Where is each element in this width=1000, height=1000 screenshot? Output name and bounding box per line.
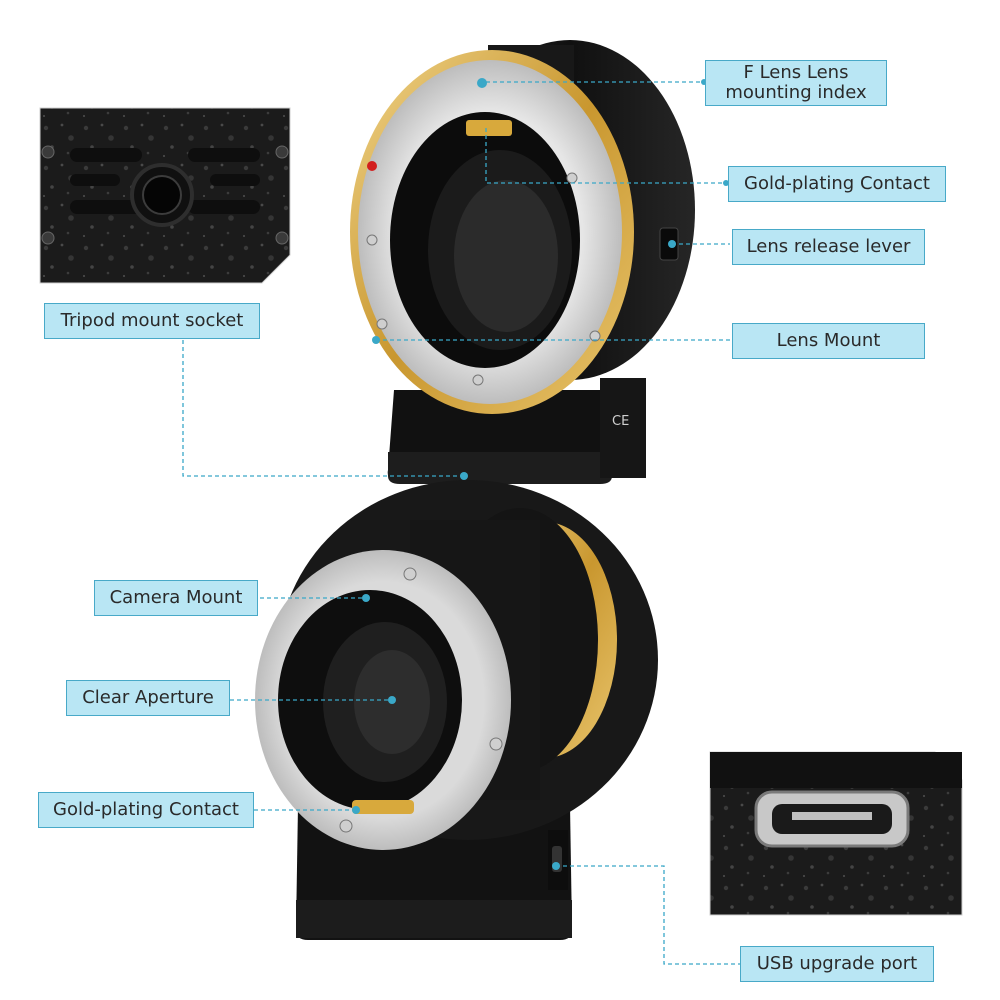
callout-f-lens-mounting-index: F Lens Lens mounting index — [705, 60, 887, 106]
inset-slot — [188, 200, 260, 214]
callout-tripod-mount-socket: Tripod mount socket — [44, 303, 260, 339]
screw-icon — [376, 318, 388, 330]
screw-icon — [366, 234, 378, 246]
screw-icon — [472, 374, 484, 386]
screw-icon — [41, 145, 55, 159]
ce-mark: CE — [612, 414, 629, 429]
clear-aperture-dot — [388, 696, 396, 704]
screw-icon — [275, 145, 289, 159]
adapter-rear-view — [255, 480, 658, 940]
inset-slot — [70, 148, 142, 162]
leader-tripod-socket — [182, 340, 464, 477]
leader-end-dot — [668, 240, 676, 248]
screw-icon — [589, 330, 601, 342]
callout-gold-plating-contact-top: Gold-plating Contact — [728, 166, 946, 202]
camera-mount-dot — [362, 594, 370, 602]
callout-lens-release-lever: Lens release lever — [732, 229, 925, 265]
gold-contact-strip — [466, 120, 512, 136]
adapter-front-view: CE — [350, 40, 695, 484]
callout-lens-mount: Lens Mount — [732, 323, 925, 359]
inset-slot — [188, 148, 260, 162]
callout-clear-aperture: Clear Aperture — [66, 680, 230, 716]
screw-icon — [275, 231, 289, 245]
leader-lines — [182, 81, 740, 965]
callout-camera-mount: Camera Mount — [94, 580, 258, 616]
leader-usb-port — [556, 865, 740, 965]
screw-icon — [489, 737, 503, 751]
inset-slot — [70, 200, 142, 214]
usb-port-inset — [709, 751, 963, 916]
red-index-dot — [367, 161, 377, 171]
leader-end-dot — [372, 336, 380, 344]
tripod-socket-inset — [39, 107, 291, 284]
callout-usb-upgrade-port: USB upgrade port — [740, 946, 934, 982]
screw-icon — [41, 231, 55, 245]
screw-icon — [403, 567, 417, 581]
mounting-index-dot — [477, 78, 487, 88]
gold-contact-dot — [352, 806, 360, 814]
screw-icon — [566, 172, 578, 184]
inset-slot — [70, 174, 120, 186]
callout-gold-plating-contact-bottom: Gold-plating Contact — [38, 792, 254, 828]
gold-contact-strip — [352, 800, 414, 814]
screw-icon — [339, 819, 353, 833]
leader-end-dot — [552, 862, 560, 870]
leader-end-dot — [723, 180, 729, 186]
inset-slot — [210, 174, 260, 186]
